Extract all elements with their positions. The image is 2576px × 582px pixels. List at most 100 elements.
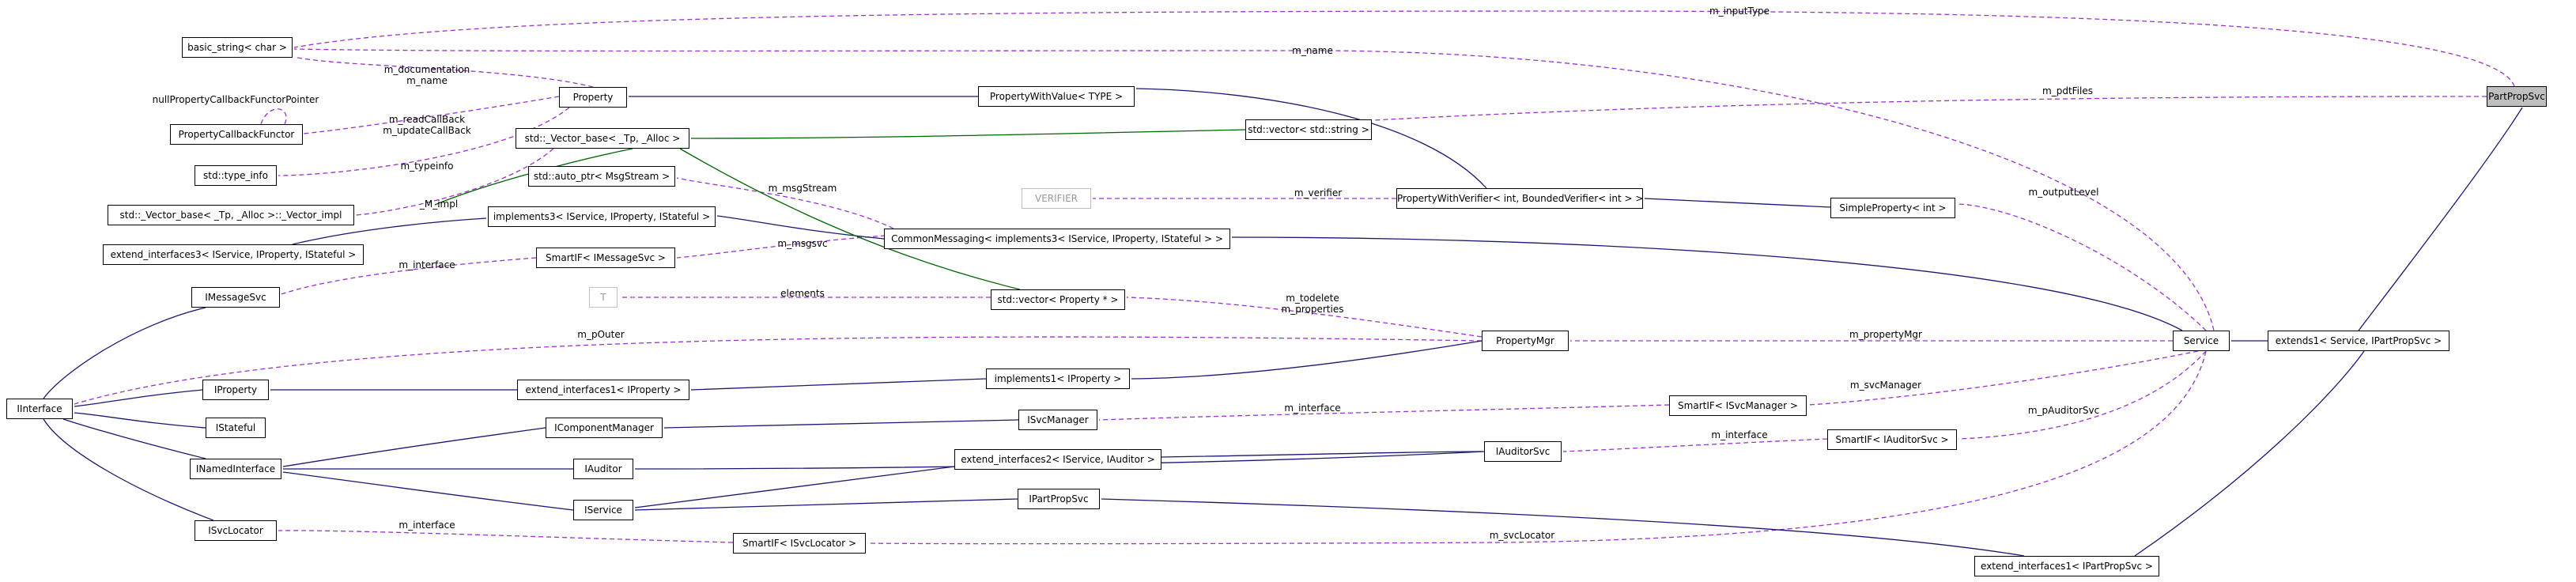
node-property[interactable]: Property [559, 87, 627, 108]
node-property-with-verifier[interactable]: PropertyWithVerifier< int, BoundedVerifi… [1396, 188, 1643, 209]
edge-t-vecprop [679, 148, 1021, 290]
edge-label-m-propertymgr: m_propertyMgr [1849, 329, 1922, 340]
edge-i-iloc-iif [43, 418, 214, 521]
node-common-messaging[interactable]: CommonMessaging< implements3< IService, … [884, 229, 1230, 249]
node-iservice[interactable]: IService [573, 500, 633, 520]
node-simple-property[interactable]: SimpleProperty< int > [1830, 198, 1955, 218]
edge-e-svcManager [1807, 350, 2199, 406]
edge-i-iserv-inamed [282, 471, 574, 511]
edge-label-line: m_name [406, 75, 448, 86]
edge-e-interface-loc [278, 530, 734, 543]
edge-i-ext3-impl3 [292, 217, 487, 245]
edge-i-ext2-iaudsvc [1161, 451, 1483, 458]
node-type-info[interactable]: std::type_info [195, 165, 277, 186]
node-iinterface[interactable]: IInterface [6, 399, 73, 419]
node-service[interactable]: Service [2173, 331, 2230, 351]
edge-i-impl3-cm [716, 215, 885, 240]
edge-i-iprop-iif [74, 389, 203, 407]
edge-label-m-pauditorsvc: m_pAuditorSvc [2027, 405, 2100, 416]
edge-e-interface-svcmgr [1098, 404, 1670, 421]
edge-label-m-pouter: m_pOuter [577, 329, 625, 340]
node-extend-interfaces1-iproperty[interactable]: extend_interfaces1< IProperty > [517, 380, 689, 400]
edge-e-msgStream [676, 177, 894, 229]
node-iauditor[interactable]: IAuditor [573, 459, 633, 479]
node-istateful[interactable]: IStateful [206, 418, 266, 438]
node-vector-base[interactable]: std::_Vector_base< _Tp, _Alloc > [516, 128, 689, 149]
edge-i-icomp-inamed [282, 427, 546, 467]
edge-label-line: m_updateCallBack [383, 125, 471, 136]
node-property-callback-functor[interactable]: PropertyCallbackFunctor [170, 124, 303, 145]
edge-i-ext2-iserv [634, 466, 955, 508]
edge-label-m-name: m_name [1292, 45, 1333, 56]
edge-i-pwver-pwv [1135, 88, 1487, 189]
edge-label-m-interface-svcmgr: m_interface [1284, 402, 1341, 414]
edge-e-todelete [1126, 297, 1483, 338]
node-iproperty[interactable]: IProperty [202, 380, 269, 400]
edge-label-m-typeinfo: m_typeinfo [400, 161, 454, 172]
node-extends1[interactable]: extends1< Service, IPartPropSvc > [2268, 331, 2449, 351]
node-smartif-locator[interactable]: SmartIF< ISvcLocator > [733, 533, 866, 554]
node-extend-interfaces2[interactable]: extend_interfaces2< IService, IAuditor > [954, 449, 1161, 470]
edge-e-name [293, 48, 2215, 331]
node-property-with-value[interactable]: PropertyWithValue< TYPE > [978, 86, 1135, 107]
edge-i-inamed-iif [62, 418, 206, 459]
node-smartif-msg[interactable]: SmartIF< IMessageSvc > [536, 248, 675, 268]
edge-e-outputLevel [1956, 203, 2207, 331]
edge-label-null-callback-pointer: nullPropertyCallbackFunctorPointer [152, 94, 319, 105]
edge-label-m-interface-loc: m_interface [398, 520, 455, 531]
node-implements1[interactable]: implements1< IProperty > [986, 368, 1130, 389]
edge-label-elements: elements [780, 288, 825, 299]
edge-label-m-svcmanager: m_svcManager [1849, 380, 1922, 391]
node-imessagesvc[interactable]: IMessageSvc [191, 287, 280, 308]
edge-i-isvcmgr-icomp [663, 419, 1019, 429]
edge-label-m-msgsvc: m_msgsvc [777, 238, 828, 249]
node-icomponentmanager[interactable]: IComponentManager [546, 418, 663, 438]
node-isvclocator[interactable]: ISvcLocator [195, 520, 277, 541]
edge-i-impl1-ext1 [690, 378, 987, 391]
edge-e-svcLocator [867, 350, 2207, 545]
edge-label-m-pdtfiles: m_pdtFiles [2042, 85, 2093, 96]
edge-e-pAuditorSvc [1958, 350, 2207, 440]
node-vector-string[interactable]: std::vector< std::string > [1245, 119, 1372, 140]
node-extend-interfaces1-ipartpropsvc[interactable]: extend_interfaces1< IPartPropSvc > [1974, 556, 2159, 576]
edge-label-m-verifier: m_verifier [1294, 187, 1343, 198]
node-property-mgr[interactable]: PropertyMgr [1482, 331, 1569, 351]
edge-e-impl [355, 148, 554, 216]
edge-i-istate-iif [74, 412, 206, 429]
edge-label-line: m_documentation [383, 64, 470, 75]
edge-e-typeinfo [278, 107, 570, 176]
edge-i-ext1part-ipart [1101, 498, 2025, 557]
node-basic-string[interactable]: basic_string< char > [182, 37, 293, 58]
node-ipartpropsvc[interactable]: IPartPropSvc [1018, 489, 1100, 509]
node-vector-property[interactable]: std::vector< Property * > [991, 289, 1125, 310]
node-implements3[interactable]: implements3< IService, IProperty, IState… [488, 206, 716, 227]
node-isvcmanager[interactable]: ISvcManager [1018, 410, 1097, 430]
edge-label-m-outputlevel: m_outputLevel [2028, 187, 2099, 198]
edge-label-m-inputtype: m_inputType [1709, 6, 1770, 17]
edge-e-inputType [293, 10, 2515, 87]
edge-e-nullptr [260, 108, 287, 125]
node-iauditorsvc[interactable]: IAuditorSvc [1484, 441, 1562, 462]
node-t[interactable]: T [589, 287, 618, 308]
edge-e-callback [303, 96, 560, 134]
edge-label-m-msgstream: m_msgStream [768, 183, 837, 194]
node-partpropsvc[interactable]: PartPropSvc [2487, 86, 2547, 107]
node-vector-impl[interactable]: std::_Vector_base< _Tp, _Alloc >::_Vecto… [108, 205, 354, 225]
node-inamedinterface[interactable]: INamedInterface [190, 459, 281, 479]
edge-e-interface-msg [281, 257, 537, 295]
node-auto-ptr[interactable]: std::auto_ptr< MsgStream > [528, 166, 675, 187]
node-verifier[interactable]: VERIFIER [1022, 188, 1091, 209]
edge-i-extends1-part [2358, 107, 2523, 331]
edge-e-pdtFiles [1373, 96, 2487, 121]
edge-i-pm-impl1 [1131, 340, 1483, 380]
node-extend-interfaces3[interactable]: extend_interfaces3< IService, IProperty,… [103, 244, 364, 265]
edge-label-m-interface-msg: m_interface [398, 259, 455, 270]
edge-i-simple-pwver [1644, 198, 1831, 208]
edge-t-vecstring [690, 129, 1246, 139]
node-smartif-aud[interactable]: SmartIF< IAuditorSvc > [1827, 429, 1957, 450]
node-smartif-svcmgr[interactable]: SmartIF< ISvcManager > [1669, 395, 1807, 416]
